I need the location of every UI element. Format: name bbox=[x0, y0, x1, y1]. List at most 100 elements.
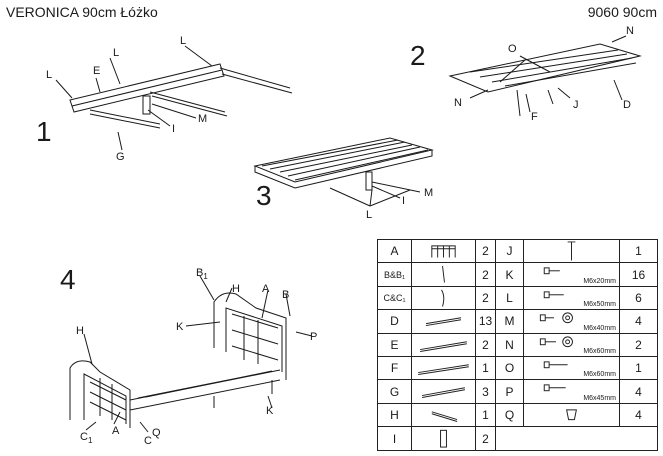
bracket-icon bbox=[412, 403, 476, 427]
callout-I: I bbox=[402, 195, 405, 207]
parts-row: I 2 bbox=[378, 427, 657, 451]
callout-J: J bbox=[573, 99, 579, 111]
part-qty: 1 bbox=[635, 244, 642, 259]
callout-L: L bbox=[46, 69, 52, 81]
model-code: 9060 90cm bbox=[587, 4, 657, 20]
part-letter: P bbox=[496, 380, 524, 403]
leg-icon bbox=[412, 286, 476, 310]
step-number-2: 2 bbox=[410, 40, 426, 71]
part-letter: E bbox=[378, 333, 412, 356]
callout-A: A bbox=[112, 425, 120, 437]
part-letter: Q bbox=[496, 403, 524, 427]
parts-row: F 1 O M6x60mm 1 bbox=[378, 357, 657, 381]
callout-C: C bbox=[144, 435, 152, 447]
bolt-icon: M6x45mm bbox=[524, 380, 620, 403]
callout-Q: Q bbox=[152, 427, 161, 439]
part-letter: B&B₁ bbox=[378, 263, 412, 286]
leg-foot-icon bbox=[524, 240, 620, 263]
part-letter: G bbox=[378, 380, 412, 403]
parts-row: H 1 Q 4 bbox=[378, 403, 657, 428]
callout-N: N bbox=[626, 25, 634, 37]
step-number-3: 3 bbox=[256, 180, 272, 211]
bolt-nut-icon: M6x60mm bbox=[524, 333, 620, 356]
parts-row: G 3 P M6x45mm 4 bbox=[378, 380, 657, 404]
step-number-1: 1 bbox=[36, 116, 52, 147]
part-qty: 2 bbox=[476, 333, 496, 356]
cross-bar-icon bbox=[412, 380, 476, 403]
part-qty: 2 bbox=[476, 427, 496, 451]
part-qty: 1 bbox=[635, 361, 642, 376]
callout-H: H bbox=[76, 325, 84, 337]
part-letter: K bbox=[496, 263, 524, 286]
callout-P: P bbox=[310, 331, 317, 343]
callout-H: H bbox=[232, 283, 240, 295]
empty-cell bbox=[496, 427, 657, 450]
part-letter: M bbox=[496, 310, 524, 333]
callout-A: A bbox=[262, 283, 270, 295]
callout-N: N bbox=[454, 97, 462, 109]
step3-diagram bbox=[253, 137, 434, 207]
part-qty: 4 bbox=[635, 407, 642, 422]
page-title: VERONICA 90cm Łóżko bbox=[6, 4, 158, 20]
callout-L: L bbox=[113, 47, 119, 59]
part-qty: 16 bbox=[631, 267, 646, 282]
parts-row: D 13 M M6x40mm 4 bbox=[378, 310, 657, 334]
parts-row: B&B₁ 2 K M6x20mm 16 bbox=[378, 263, 657, 287]
step1-diagram bbox=[55, 45, 293, 151]
part-letter: D bbox=[378, 310, 412, 333]
bolt-nut-icon: M6x40mm bbox=[524, 310, 620, 333]
callout-D: D bbox=[623, 99, 631, 111]
side-rail-icon bbox=[412, 333, 476, 356]
part-qty: 6 bbox=[635, 290, 642, 305]
callout-L: L bbox=[180, 35, 186, 47]
step-number-4: 4 bbox=[60, 264, 76, 295]
part-letter: F bbox=[378, 357, 412, 380]
cap-icon bbox=[524, 403, 620, 427]
parts-row: E 2 N M6x60mm 2 bbox=[378, 333, 657, 357]
slat-icon bbox=[412, 310, 476, 333]
part-letter: J bbox=[496, 240, 524, 263]
part-letter: A bbox=[378, 240, 412, 263]
post-icon bbox=[412, 263, 476, 286]
callout-K: K bbox=[266, 405, 274, 417]
step4-diagram bbox=[69, 275, 313, 433]
part-letter: L bbox=[496, 286, 524, 310]
part-qty: 2 bbox=[476, 240, 496, 263]
parts-row: C&C₁ 2 L M6x50mm 6 bbox=[378, 286, 657, 311]
headboard-icon bbox=[412, 240, 476, 263]
part-qty: 13 bbox=[476, 310, 496, 333]
callout-B1: B1 bbox=[196, 267, 208, 281]
part-qty: 2 bbox=[476, 263, 496, 286]
callout-F: F bbox=[531, 111, 538, 123]
step2-diagram bbox=[448, 35, 642, 117]
part-letter: N bbox=[496, 333, 524, 356]
center-beam-icon bbox=[412, 357, 476, 380]
callout-E: E bbox=[93, 65, 100, 77]
bolt-icon: M6x60mm bbox=[524, 357, 620, 380]
part-letter: O bbox=[496, 357, 524, 380]
part-qty: 1 bbox=[476, 357, 496, 380]
parts-row: A 2 J 1 bbox=[378, 240, 657, 264]
callout-O: O bbox=[508, 43, 517, 55]
part-letter: I bbox=[378, 427, 412, 451]
callout-C1: C1 bbox=[80, 431, 93, 445]
callout-K: K bbox=[176, 321, 184, 333]
bolt-icon: M6x20mm bbox=[524, 263, 620, 286]
part-qty: 4 bbox=[635, 384, 642, 399]
bolt-icon: M6x50mm bbox=[524, 286, 620, 310]
support-leg-icon bbox=[412, 427, 476, 451]
part-qty: 2 bbox=[635, 337, 642, 352]
part-qty: 3 bbox=[476, 380, 496, 403]
part-qty: 2 bbox=[476, 286, 496, 310]
callout-B: B bbox=[282, 289, 289, 301]
part-letter: H bbox=[378, 403, 412, 427]
part-qty: 4 bbox=[635, 314, 642, 329]
callout-G: G bbox=[116, 151, 125, 163]
callout-M: M bbox=[198, 113, 207, 125]
callout-M: M bbox=[424, 187, 433, 199]
part-letter: C&C₁ bbox=[378, 286, 412, 310]
parts-list-table: A 2 J 1 B&B₁ 2 K M6x20mm 16 C&C₁ 2 L bbox=[377, 239, 658, 451]
callout-I: I bbox=[172, 123, 175, 135]
part-qty: 1 bbox=[476, 403, 496, 427]
